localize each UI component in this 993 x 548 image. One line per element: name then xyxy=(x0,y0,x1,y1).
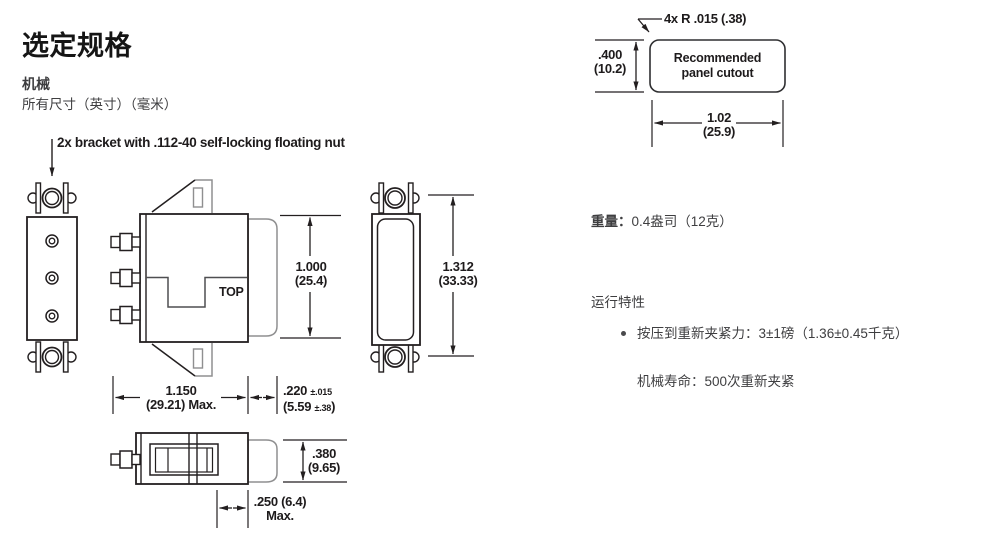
mechanical-life: 机械寿命：500次重新夹紧 xyxy=(637,374,795,389)
operating-heading: 运行特性 xyxy=(591,295,645,310)
dim-offset-label: .250 (6.4) Max. xyxy=(250,495,310,522)
dim-bezel-depth-mm-close: ) xyxy=(331,398,336,414)
dim-body-height-label: .380 (9.65) xyxy=(304,447,344,474)
operating-bullet: 按压到重新夹紧力：3±1磅（1.36±0.45千克） xyxy=(637,326,909,341)
dim-bezel-depth-in-tol: ±.015 xyxy=(310,387,332,397)
dim-bezel-depth-mm-tol: ±.38 xyxy=(314,402,332,413)
weight-value: 0.4盎司（12克） xyxy=(631,214,733,229)
dim-bezel-depth-in: .220 xyxy=(283,383,308,398)
section-heading-mechanical: 机械 xyxy=(22,76,50,92)
dim-offset-max: Max. xyxy=(266,507,294,523)
dim-width-max xyxy=(112,376,249,414)
dim-body-height-mm: (9.65) xyxy=(307,459,341,475)
dim-side-height-mm: (33.33) xyxy=(438,272,478,288)
dim-cutout-height-label: .400 (10.2) xyxy=(590,48,630,75)
dim-bezel-depth-mm: (5.59 xyxy=(283,398,312,414)
dim-front-height xyxy=(280,214,341,339)
dim-cutout-height-in: .400 xyxy=(597,47,623,62)
rear-view xyxy=(26,182,78,373)
dim-side-height-in: 1.312 xyxy=(442,259,474,274)
bracket-note-line2: self-locking floating nut xyxy=(199,135,345,150)
dim-cutout-width-in: 1.02 xyxy=(706,110,732,125)
dim-cutout-width-mm: (25.9) xyxy=(702,123,736,139)
dimension-units-note: 所有尺寸（英寸）（毫米） xyxy=(22,97,178,112)
dim-cutout-width-label: 1.02 (25.9) xyxy=(694,111,744,138)
weight-label: 重量： xyxy=(591,214,632,229)
dim-width-in: 1.150 xyxy=(165,383,197,398)
dim-front-height-mm: (25.4) xyxy=(294,272,328,288)
panel-cutout-detail xyxy=(595,18,786,147)
dim-side-height xyxy=(428,194,474,357)
dim-offset xyxy=(216,490,249,528)
dim-width-mm: (29.21) Max. xyxy=(145,396,217,412)
dim-bezel-depth-label: .220 ±.015 (5.59 ±.38) xyxy=(283,384,335,415)
weight-line: 重量：0.4盎司（12克） xyxy=(591,213,733,231)
bracket-note: 2x bracket with .112-40 self-locking flo… xyxy=(57,135,345,151)
dim-offset-in: .250 (6.4) xyxy=(253,494,307,509)
dim-cutout-height-mm: (10.2) xyxy=(593,60,627,76)
page-title: 选定规格 xyxy=(22,31,132,61)
dim-side-height-label: 1.312 (33.33) xyxy=(432,260,484,287)
dim-front-height-in: 1.000 xyxy=(295,259,327,274)
dim-body-height-in: .380 xyxy=(311,446,337,461)
bottom-view xyxy=(110,432,278,485)
top-view-label: TOP xyxy=(219,285,244,299)
top-view xyxy=(110,179,278,377)
cutout-box-label: Recommended panel cutout xyxy=(650,40,785,92)
dim-bezel-depth xyxy=(250,376,278,414)
dim-front-height-label: 1.000 (25.4) xyxy=(286,260,336,287)
front-view xyxy=(370,182,421,373)
cutout-label-line2: panel cutout xyxy=(681,66,754,80)
cutout-radius-note: 4x R .015 (.38) xyxy=(664,11,747,26)
bullet-dot xyxy=(621,331,626,336)
bracket-note-line1: 2x bracket with .112-40 xyxy=(57,135,197,150)
dim-width-label: 1.150 (29.21) Max. xyxy=(139,384,223,411)
cutout-label-line1: Recommended xyxy=(673,50,762,65)
dim-body-height xyxy=(283,439,347,483)
